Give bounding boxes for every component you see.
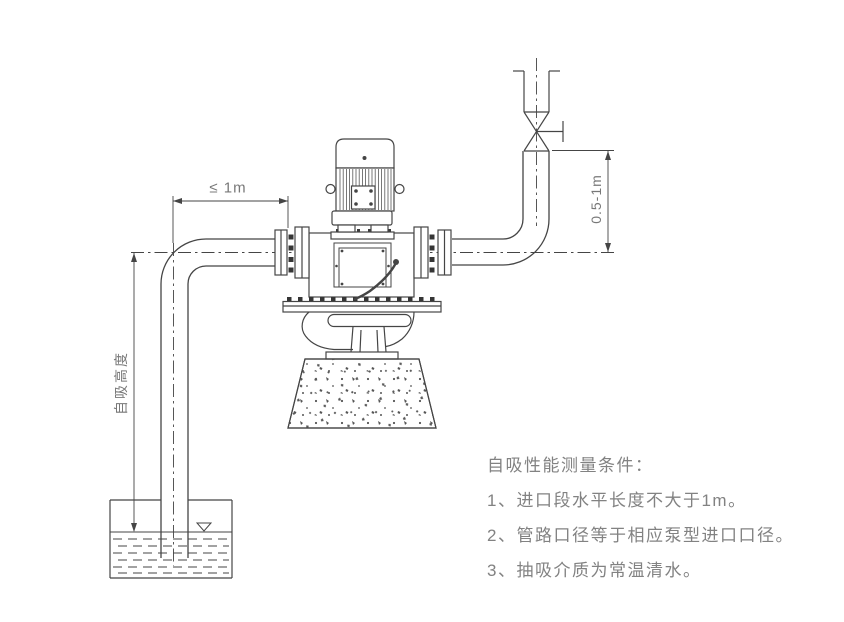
pedestal-foot	[325, 351, 399, 360]
condition-item-2: 2、管路口径等于相应泵型进口口径。	[487, 526, 794, 545]
suction-height-label: 自吸高度	[113, 351, 129, 415]
flange-pair-right	[413, 226, 452, 279]
flange-pair-left	[274, 226, 310, 279]
inlet-length-label: ≤ 1m	[209, 179, 247, 197]
dimension-suction-height	[131, 253, 137, 532]
sensor-cable	[353, 259, 399, 301]
lifting-eye-left	[325, 183, 336, 195]
baseplate	[282, 297, 442, 313]
motor	[325, 138, 405, 233]
water-tank	[109, 499, 233, 579]
suction-pipe	[160, 238, 275, 558]
lifting-eye-right	[394, 183, 405, 195]
gate-valve	[523, 111, 564, 152]
condition-item-3: 3、抽吸介质为常温清水。	[487, 561, 702, 580]
dimension-outlet-height	[552, 150, 614, 252]
funnel-outlet	[513, 70, 560, 112]
motor-fan-cover	[335, 138, 395, 169]
volute-casing	[301, 311, 415, 360]
condition-item-1: 1、进口段水平长度不大于1m。	[487, 491, 747, 510]
dimension-inlet-length	[172, 196, 289, 243]
pump-body	[308, 232, 415, 298]
discharge-pipe	[452, 151, 550, 266]
concrete-foundation	[287, 358, 437, 429]
water-level-symbol	[195, 522, 213, 532]
outlet-height-label: 0.5-1m	[588, 174, 604, 224]
water-texture	[113, 538, 229, 574]
measurement-conditions: 自吸性能测量条件： 1、进口段水平长度不大于1m。 2、管路口径等于相应泵型进口…	[487, 451, 794, 594]
conditions-title: 自吸性能测量条件：	[487, 456, 654, 475]
motor-base	[331, 210, 393, 226]
